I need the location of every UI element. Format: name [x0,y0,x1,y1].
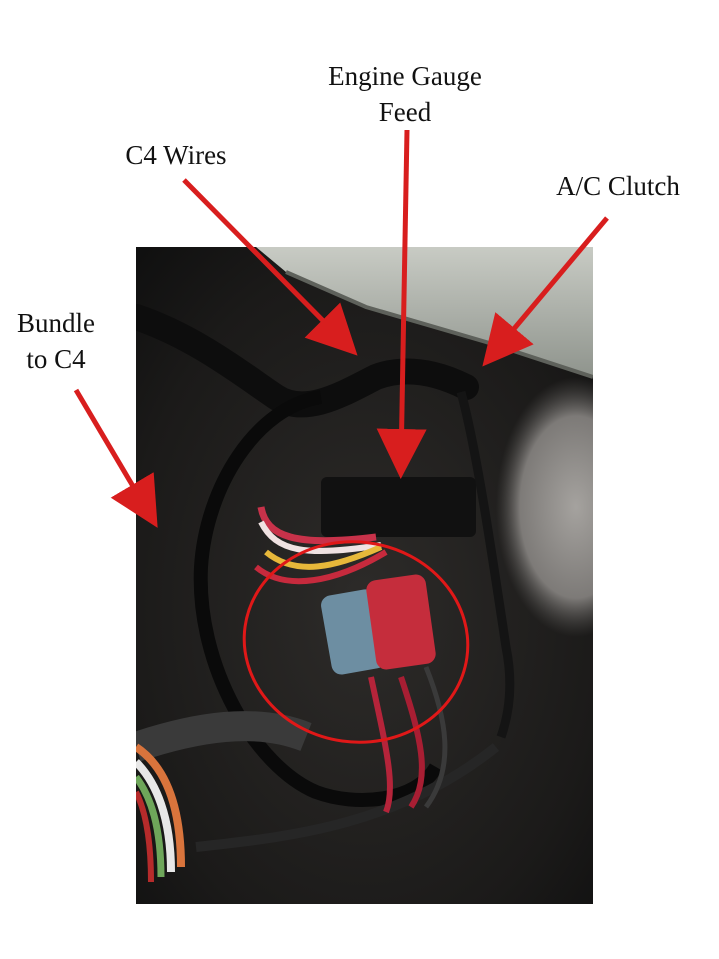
engine-gauge-feed-line2: Feed [378,97,432,127]
engine-gauge-feed-line1: Engine Gauge [328,61,482,91]
red-connector [366,574,436,670]
highlight-circle [242,540,470,744]
engine-bay-photo [136,247,593,904]
bundle-to-c4-line1: Bundle [17,308,95,338]
connector-block [321,477,476,537]
bundle-to-c4-label: Bundle to C4 [4,305,108,377]
loop-harness [193,390,443,807]
ac-clutch-wire [456,390,515,739]
engine-gauge-feed-label: Engine Gauge Feed [300,58,510,130]
colored-wire-bundle [136,743,185,868]
c4-wires-label: C4 Wires [125,140,227,170]
ac-clutch-label: A/C Clutch [556,171,680,201]
blurred-object [496,377,593,637]
bundle-to-c4-line2: to C4 [26,344,86,374]
